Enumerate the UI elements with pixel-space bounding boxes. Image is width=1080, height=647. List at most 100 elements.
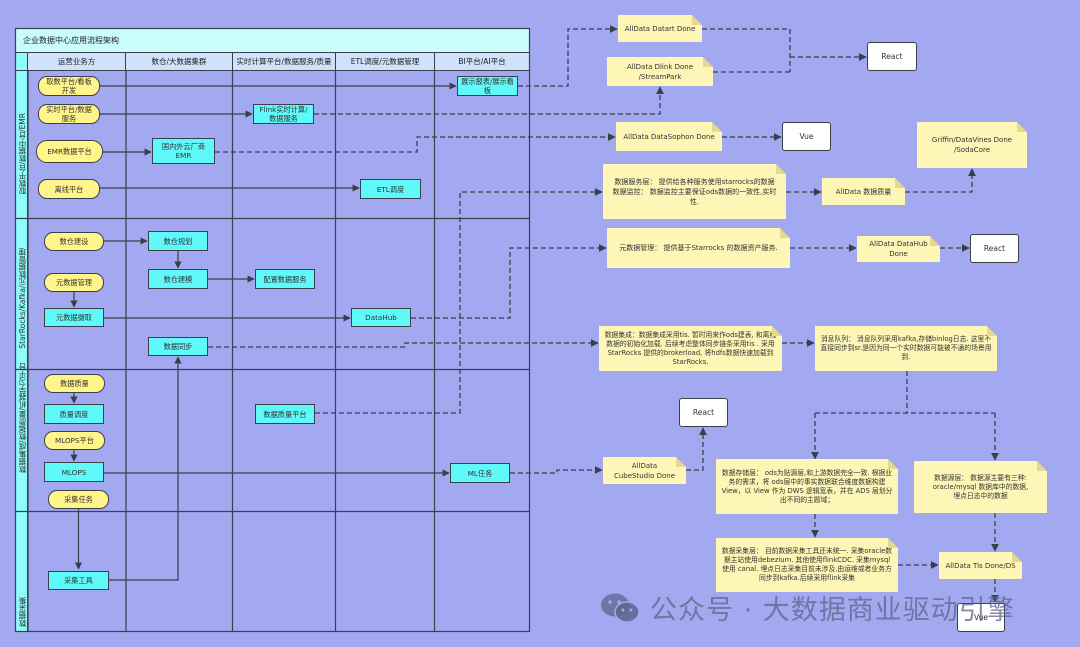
node-caiji-renwu[interactable]: 采集任务 [48, 490, 109, 509]
lane-label-2: StarRocks/Kafka/元数据管理 [17, 248, 27, 349]
framework-react-1[interactable]: React [867, 42, 917, 71]
node-ml-task[interactable]: ML任务 [450, 463, 510, 483]
flow-tool-tongbu [109, 356, 182, 581]
node-mlops[interactable]: MLOPS [44, 462, 104, 482]
note-griffin[interactable]: Griffin/DataVines Done /SodaCore [917, 122, 1027, 168]
note-integration[interactable]: 数据集成：数据集成采用tis. 暂时用来作ods建表, 和离线数据的初始化加载.… [599, 326, 782, 371]
node-flink[interactable]: Flink实时计算/数据服务 [253, 104, 314, 124]
lane-bar-4: 数据采集 [15, 511, 28, 632]
link-split-storage [815, 412, 995, 459]
node-shucang-guihua[interactable]: 数仓规划 [148, 231, 208, 251]
note-text: 数据集成：数据集成采用tis. 暂时用来作ods建表, 和离线数据的初始化加载.… [604, 330, 777, 366]
note-text: AllData Tis Done/DS [945, 561, 1016, 570]
node-label: 数仓规划 [163, 236, 193, 246]
note-fold [888, 538, 898, 548]
node-label: 数仓建设 [59, 237, 89, 246]
swimlane-title-text: 企业数据中心应用流程架构 [23, 36, 119, 45]
swimlane-title: 企业数据中心应用流程架构 [15, 28, 530, 53]
note-text: 数据存储层： ods为贴源层,和上游数据完全一致. 根据业务的需求，将 ods层… [721, 468, 893, 504]
node-zhiliang[interactable]: 数据质量 [44, 374, 105, 393]
node-label: 国内外云厂商EMR [161, 142, 206, 160]
node-etl[interactable]: ETL调度 [360, 179, 421, 199]
node-emr-platform[interactable]: EMR数据平台 [36, 140, 103, 163]
node-label: 展示报表/展示看板 [461, 77, 514, 95]
framework-react-2[interactable]: React [970, 234, 1019, 263]
node-zhiliang-platform[interactable]: 数据质量平台 [255, 404, 315, 424]
node-label: 数仓建模 [163, 274, 193, 284]
note-fold [712, 122, 722, 132]
note-datahub[interactable]: AllData DataHub Done [857, 236, 940, 262]
node-datahub[interactable]: DataHub [351, 308, 411, 327]
node-lixian[interactable]: 离线平台 [38, 179, 100, 199]
node-zhiliang-diaodu[interactable]: 质量调度 [44, 404, 104, 424]
lane-bar-1: 取数平台/数据中台/EMR [15, 70, 28, 219]
framework-react-3[interactable]: React [679, 398, 728, 427]
watermark: 公众号 · 大数据商业驱动引擎 [600, 588, 1015, 627]
note-service-layer[interactable]: 数据服务层： 提供给各种服务使用starrocks的数据 数据监控： 数据监控主… [603, 164, 786, 219]
framework-vue-2[interactable]: Vue [957, 603, 1005, 632]
framework-label: React [881, 52, 903, 61]
node-label: ML任务 [467, 468, 493, 478]
node-cloud-emr[interactable]: 国内外云厂商EMR [152, 138, 215, 164]
node-shishi[interactable]: 实时平台/数据服务 [38, 104, 100, 124]
link-datart-react [702, 28, 791, 72]
note-mq[interactable]: 消息队列： 消息队列采用kafka,存储binlog日志. 这里不直接同步到sr… [815, 326, 997, 371]
note-fold [895, 178, 905, 188]
note-fold [1017, 122, 1027, 132]
note-cubestudio[interactable]: AllData CubeStudio Done [603, 457, 686, 484]
node-qushu[interactable]: 取数平台/看板开发 [38, 76, 100, 96]
node-label: 配置数据服务 [263, 274, 307, 284]
note-tis[interactable]: AllData Tis Done/DS [939, 552, 1022, 579]
column-header-etl: ETL调度/元数据管理 [335, 52, 435, 71]
framework-vue-1[interactable]: Vue [782, 122, 831, 151]
node-label: ETL调度 [376, 184, 405, 194]
lane-label-3: 数据集成/数据质量/机器学习平台 [17, 362, 27, 473]
node-mlops-platform[interactable]: MLOPS平台 [44, 431, 105, 450]
node-shucang-jianmo[interactable]: 数仓建模 [148, 269, 208, 289]
note-fold [780, 228, 790, 238]
column-header-realtime: 实时计算平台/数据服务/质量 [232, 52, 336, 71]
note-text: AllData DataHub Done [869, 240, 928, 258]
lane-bar-3: 数据集成/数据质量/机器学习平台 [15, 363, 28, 512]
column-header-warehouse: 数仓/大数据集群 [125, 52, 233, 71]
node-label: EMR数据平台 [47, 147, 92, 156]
node-label: 数据同步 [163, 342, 193, 351]
link-zlplatform-service [315, 188, 603, 414]
node-yuanshuju-guanli[interactable]: 元数据管理 [44, 273, 104, 292]
note-source[interactable]: 数据源层： 数据源主要有三种: oracle/mysql 数据库中的数据, 埋点… [914, 461, 1047, 513]
note-dlink[interactable]: AllData Dlink Done /StreamPark [607, 57, 713, 86]
node-tongbu[interactable]: 数据同步 [148, 337, 208, 356]
node-label: 元数据摄取 [56, 313, 92, 322]
node-yuanshuju-sheqv[interactable]: 元数据摄取 [44, 308, 104, 327]
node-label: 元数据管理 [56, 278, 92, 287]
note-text: Griffin/DataVines Done /SodaCore [931, 136, 1013, 154]
node-label: 数据质量平台 [263, 409, 307, 419]
node-peizhi[interactable]: 配置数据服务 [255, 269, 315, 289]
link-mltask-cubestudio [510, 466, 603, 474]
node-label: MLOPS [61, 467, 87, 477]
lane-label-4: 数据采集 [17, 597, 27, 627]
link-tongbu-integration [208, 339, 599, 348]
framework-label: React [692, 408, 715, 417]
node-caiji-tool[interactable]: 采集工具 [48, 571, 109, 590]
framework-label: Vue [974, 613, 988, 622]
note-text: 数据服务层： 提供给各种服务使用starrocks的数据 数据监控： 数据监控主… [612, 177, 777, 206]
node-shucang-jianshe[interactable]: 数仓建设 [44, 232, 104, 251]
note-fold [1037, 461, 1047, 471]
note-storage[interactable]: 数据存储层： ods为贴源层,和上游数据完全一致. 根据业务的需求，将 ods层… [716, 459, 898, 514]
note-datasophon[interactable]: AllData DataSophon Done [616, 122, 722, 151]
note-quality[interactable]: AllData 数据质量 [822, 178, 905, 205]
link-datahub-metadata [411, 244, 607, 319]
note-text: 数据采集层： 目前数据采集工具还未统一. 采集oracle数据主站使用debez… [721, 547, 893, 582]
node-label: 取数平台/看板开发 [46, 77, 92, 95]
node-zhanshi[interactable]: 展示报表/展示看板 [457, 76, 518, 96]
lane-bar-2: StarRocks/Kafka/元数据管理 [15, 218, 28, 370]
note-datart[interactable]: AllData Datart Done [618, 15, 702, 42]
note-fold [676, 457, 686, 467]
note-fold [772, 326, 782, 336]
note-metadata[interactable]: 元数据管理： 提供基于Starrocks 的数据资产服务. [607, 228, 790, 268]
note-collection[interactable]: 数据采集层： 目前数据采集工具还未统一. 采集oracle数据主站使用debez… [716, 538, 898, 592]
